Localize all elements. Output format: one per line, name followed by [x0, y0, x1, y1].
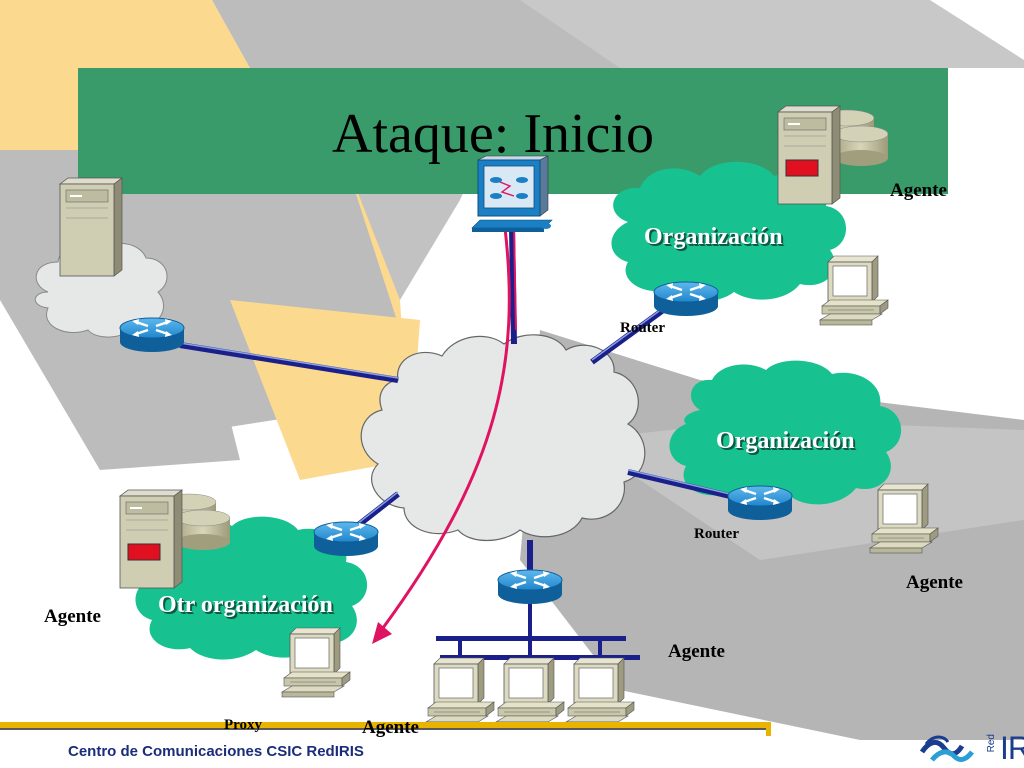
workstation-icon — [565, 657, 635, 728]
org-label: Organización — [644, 224, 783, 250]
router-label: Router — [620, 320, 665, 336]
router-icon — [726, 484, 794, 522]
rediris-logo-mark — [919, 735, 974, 762]
management-station-icon — [471, 155, 553, 232]
agent-label: Agente — [668, 641, 725, 662]
org-cloud-right — [669, 360, 902, 506]
agent-label: Agente — [44, 606, 101, 627]
workstation-icon — [281, 627, 351, 698]
workstation-icon — [425, 657, 495, 728]
attack-arrow-upper — [513, 227, 517, 331]
server-icon — [777, 105, 841, 205]
attack-arrow — [378, 227, 511, 633]
footer-line — [0, 722, 770, 728]
workstation-icon — [869, 483, 939, 554]
proxy-label: Proxy — [224, 717, 263, 733]
footer-text: Centro de Comunicaciones CSIC RedIRIS — [68, 743, 364, 760]
router-icon — [312, 520, 380, 558]
agent-label: Agente — [362, 717, 419, 738]
org-label: Otr organización — [158, 592, 333, 618]
org-label: Organización — [716, 428, 855, 454]
server-icon — [119, 489, 183, 589]
logo-text: IRI — [1000, 730, 1024, 766]
router-label: Router — [694, 526, 739, 542]
footer-line-end — [766, 722, 771, 736]
workstation-icon — [495, 657, 565, 728]
router-icon — [118, 316, 186, 354]
logo-small-text: Red — [986, 734, 997, 753]
agent-label: Agente — [890, 180, 947, 201]
router-icon — [652, 280, 720, 318]
attack-arrow-head — [372, 622, 392, 644]
org-cloud-bottom — [135, 516, 368, 660]
rediris-logo: Red IRI — [918, 730, 1024, 768]
slide-title: Ataque: Inicio — [332, 103, 654, 165]
agent-label: Agente — [906, 572, 963, 593]
network-link-highlights — [179, 305, 731, 529]
footer-line-shadow — [0, 728, 770, 730]
workstation-icon — [819, 255, 889, 326]
network-links — [179, 227, 731, 572]
router-icon — [496, 568, 564, 606]
